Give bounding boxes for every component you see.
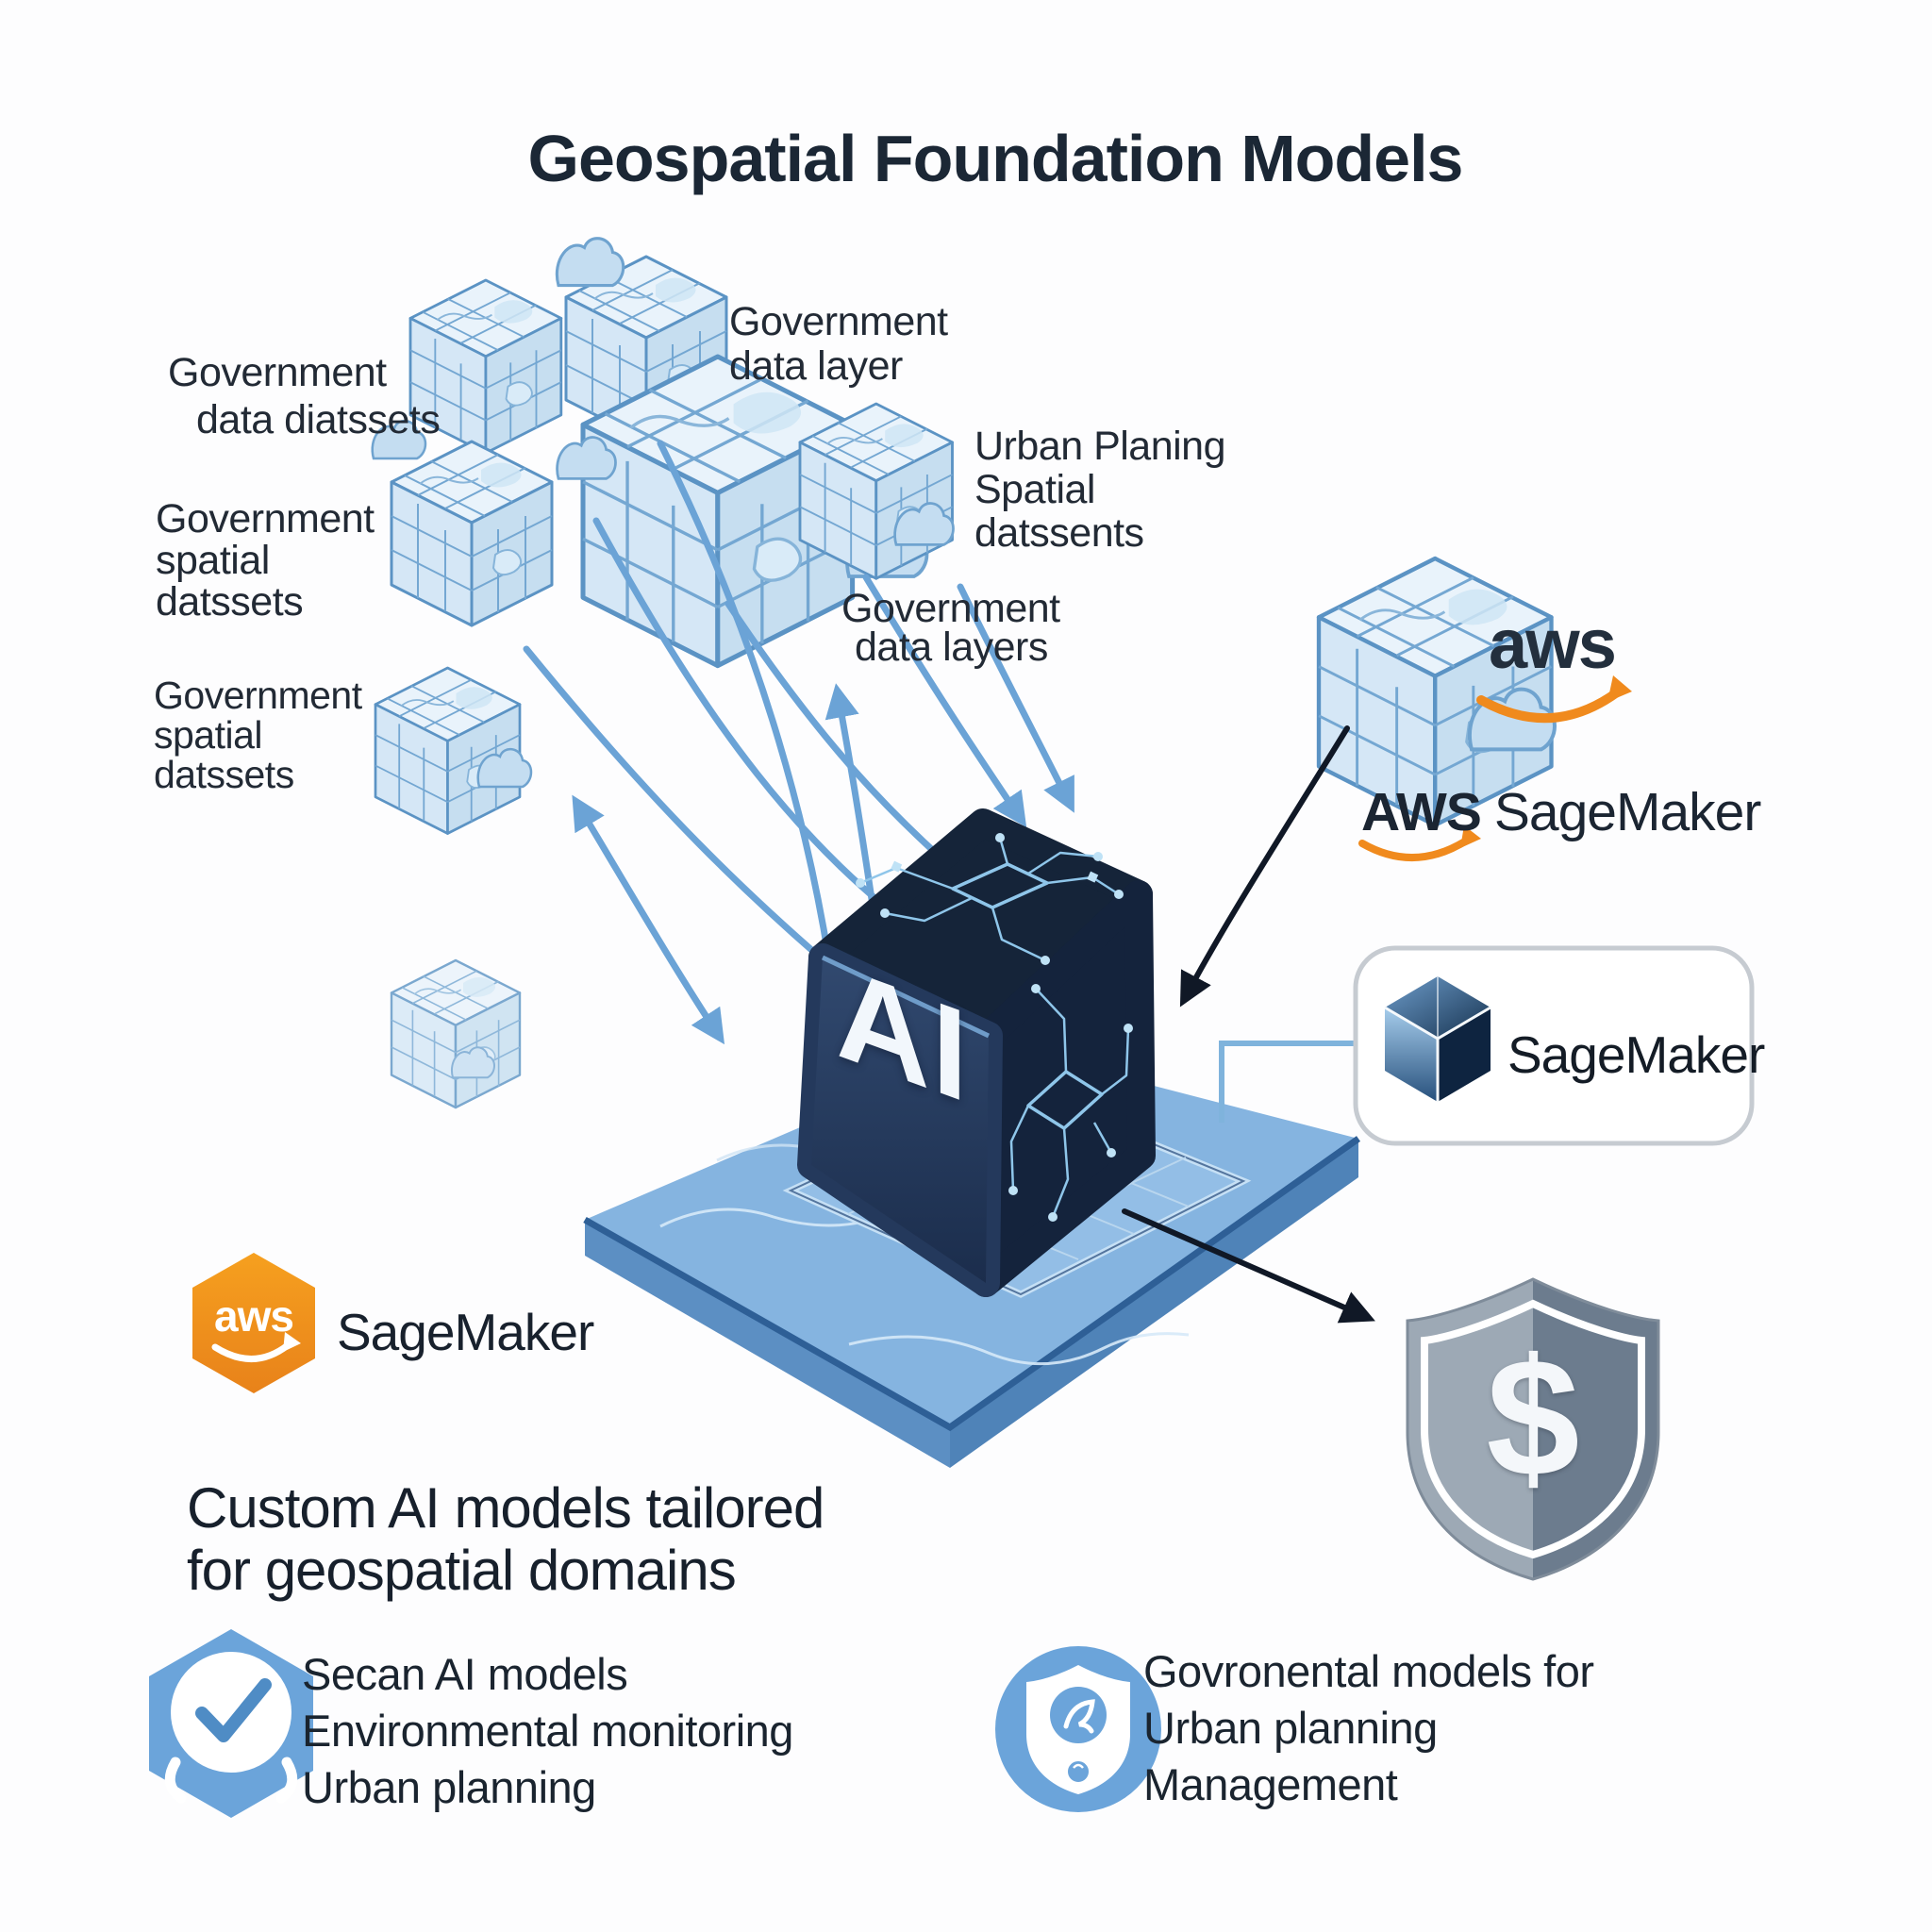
- caption-line: for geospatial domains: [187, 1539, 737, 1602]
- feature-line: Govronental models for: [1143, 1646, 1594, 1696]
- feature-line: Environmental monitoring: [302, 1706, 793, 1756]
- label-urban-planning-spatial: Urban Planing Spatial datssents: [974, 424, 1226, 556]
- check-hexagon-icon: [149, 1629, 313, 1818]
- sagemaker-card-label: SageMaker: [1507, 1025, 1765, 1084]
- aws-word: AWS: [1361, 782, 1482, 842]
- feature-line: Urban planning: [302, 1762, 596, 1812]
- aws-hexagon-icon: [192, 1253, 315, 1393]
- label-line: datssets: [154, 753, 294, 796]
- label-line: Spatial: [974, 467, 1095, 512]
- sagemaker-badge-label: SageMaker: [337, 1303, 594, 1361]
- label-line: data layers: [855, 625, 1048, 670]
- feature-list-right: Govronental models for Urban planning Ma…: [1143, 1643, 1594, 1813]
- sagemaker-connector-line: [1219, 1041, 1356, 1123]
- page-title: Geospatial Foundation Models: [527, 122, 1464, 195]
- label-line: Urban Planing: [974, 424, 1226, 469]
- eco-shield-circle-icon: [995, 1646, 1161, 1812]
- label-line: data layer: [729, 343, 903, 389]
- pointer-arrow-icon: [1122, 725, 1375, 1324]
- label-line: Government: [729, 299, 948, 344]
- sagemaker-cube-icon: [1384, 976, 1491, 1102]
- label-line: datssets: [156, 579, 304, 625]
- aws-smile-arrow-icon: [1358, 675, 1632, 861]
- label-line: Government: [168, 350, 387, 395]
- circuit-nodes: [856, 833, 1133, 1222]
- label-line: spatial: [154, 713, 263, 757]
- label-line: Government: [154, 674, 362, 717]
- shield-dollar-symbol: $: [1486, 1324, 1580, 1511]
- label-line: datssents: [974, 510, 1144, 556]
- label-line: Government: [156, 496, 375, 541]
- label-line: spatial: [156, 538, 270, 583]
- caption-line: Custom AI models tailored: [187, 1476, 824, 1540]
- ai-chip-cube-icon: [797, 808, 1156, 1297]
- label-line: Government: [841, 586, 1060, 631]
- sagemaker-word: SageMaker: [1493, 782, 1761, 842]
- sagemaker-card: [1353, 945, 1755, 1146]
- label-government-spatial-datasets-1: Government spatial datssets: [156, 498, 375, 623]
- label-government-data-layers: Government data layers: [841, 586, 1060, 670]
- aws-logo-text: aws: [1489, 605, 1617, 683]
- feature-line: Urban planning: [1143, 1703, 1438, 1753]
- label-government-data-datasets: Government data diatssets: [168, 349, 441, 443]
- feature-line: Secan AI models: [302, 1649, 628, 1699]
- feature-list-left: Secan AI models Environmental monitoring…: [302, 1646, 793, 1816]
- dollar-shield-icon: [1406, 1277, 1660, 1581]
- caption-custom-models: Custom AI models tailored for geospatial…: [187, 1477, 824, 1602]
- label-government-data-layer: Government data layer: [729, 300, 948, 389]
- feature-line: Management: [1143, 1759, 1398, 1809]
- label-government-spatial-datasets-2: Government spatial datssets: [154, 675, 362, 794]
- label-line: data diatssets: [196, 397, 441, 442]
- aws-hexagon-text: aws: [214, 1291, 294, 1341]
- circuit-traces: [859, 837, 1130, 1218]
